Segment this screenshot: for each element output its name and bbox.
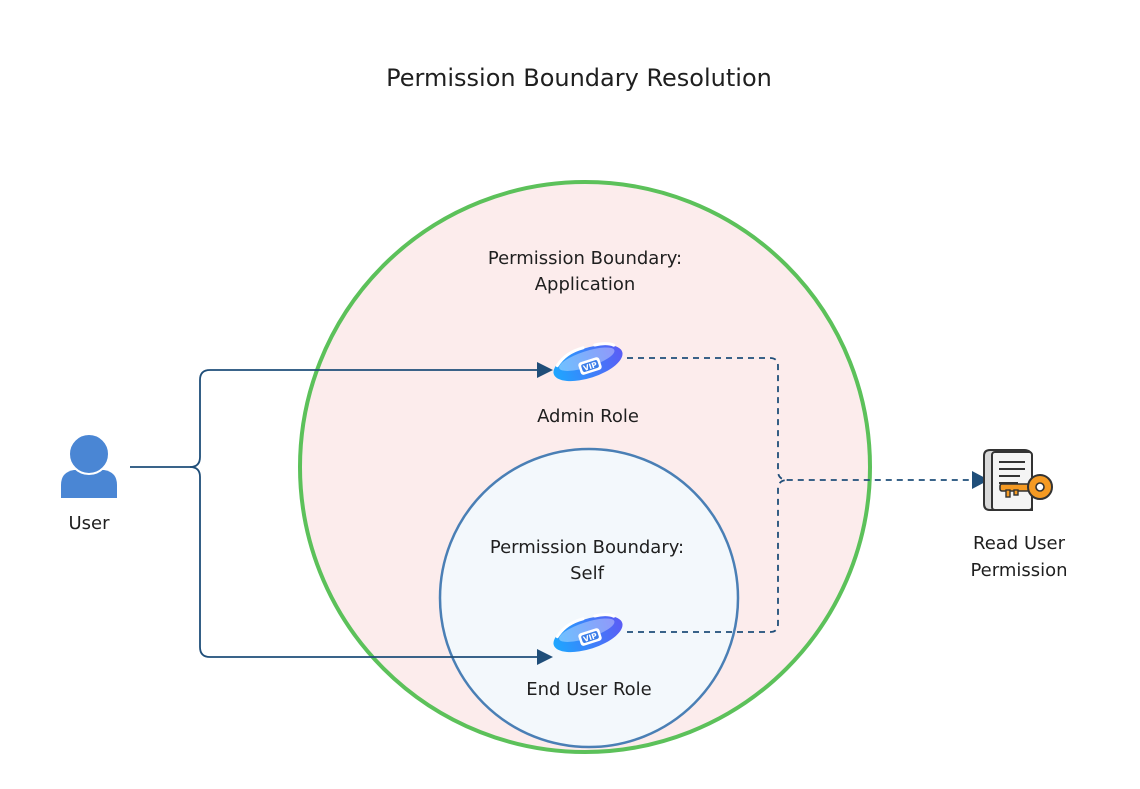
self-boundary-label-line1: Permission Boundary:: [490, 537, 684, 558]
user-icon: [61, 433, 117, 498]
edge-end-user-to-permission: [627, 479, 789, 633]
edge-user-trunk: [130, 369, 540, 468]
admin-role-label: Admin Role: [537, 406, 639, 427]
user-label: User: [68, 513, 110, 534]
edge-admin-to-permission: [627, 357, 973, 481]
permission-edges: [627, 357, 973, 633]
self-boundary: [438, 447, 740, 749]
diagram-title: Permission Boundary Resolution: [386, 64, 772, 92]
arrowhead-admin: [537, 362, 553, 378]
end-user-role-label: End User Role: [526, 679, 651, 700]
self-boundary-label-line2: Self: [570, 563, 605, 584]
permission-label-line1: Read User: [973, 533, 1066, 554]
permission-key-icon: [983, 449, 1053, 511]
application-boundary-label-line2: Application: [535, 274, 636, 295]
arrowhead-end-user: [537, 649, 553, 665]
edge-user-to-end-user: [189, 466, 540, 658]
arrowhead-permission: [972, 471, 989, 489]
user-edges: [130, 369, 540, 658]
application-boundary-label-line1: Permission Boundary:: [488, 248, 682, 269]
permission-label-line2: Permission: [970, 560, 1067, 581]
